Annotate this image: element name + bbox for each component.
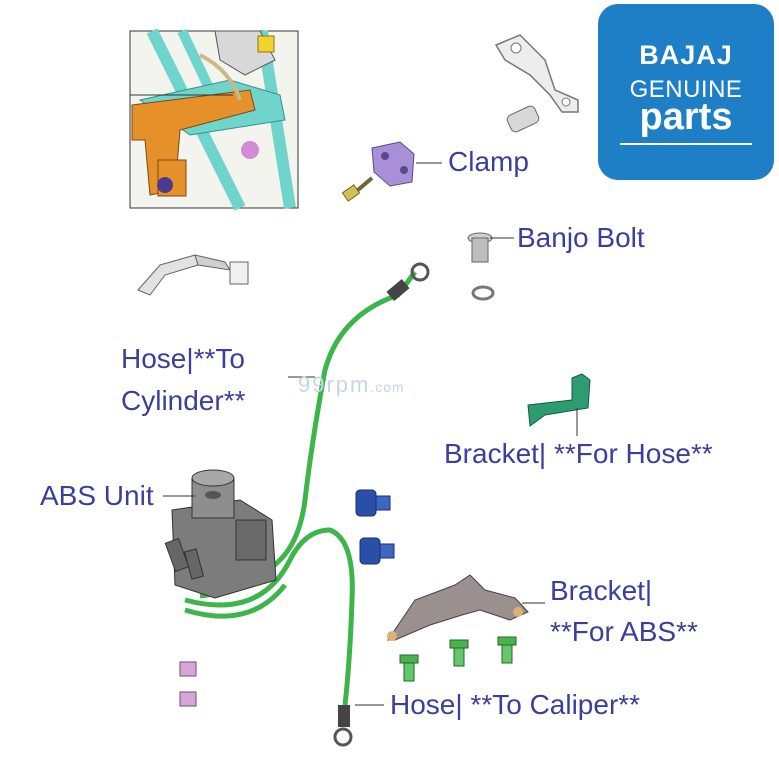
hose-to-caliper [184,527,384,747]
label-bracket-for-abs-line2: **For ABS** [550,616,698,647]
label-banjo-bolt: Banjo Bolt [517,222,645,253]
clamp-part [341,141,442,202]
bajaj-logo: BAJAJ GENUINE parts [598,4,774,180]
banjo-bolt-part [467,232,514,301]
bracket-for-abs-part [387,574,545,641]
green-bolts [399,636,517,682]
label-abs-unit: ABS Unit [40,480,154,511]
small-clips [179,661,197,707]
abs-unit-part [163,469,277,599]
label-clamp: Clamp [448,146,529,177]
label-hose-to-caliper: Hose| **To Caliper** [390,689,641,720]
bracket-for-hose-part [527,373,591,436]
label-bracket-for-hose: Bracket| **For Hose** [444,438,713,469]
left-bracket-part [137,254,249,296]
upper-bracket-part [494,34,579,133]
label-hose-to-cylinder-line1: Hose|**To [121,343,246,374]
inset-detail [129,28,299,211]
logo-underline [620,143,752,145]
watermark: 99rpm.com [298,372,405,397]
label-bracket-for-abs-line1: Bracket| [550,575,653,606]
blue-bolts [355,489,395,565]
label-hose-to-cylinder-line2: Cylinder** [121,385,246,416]
